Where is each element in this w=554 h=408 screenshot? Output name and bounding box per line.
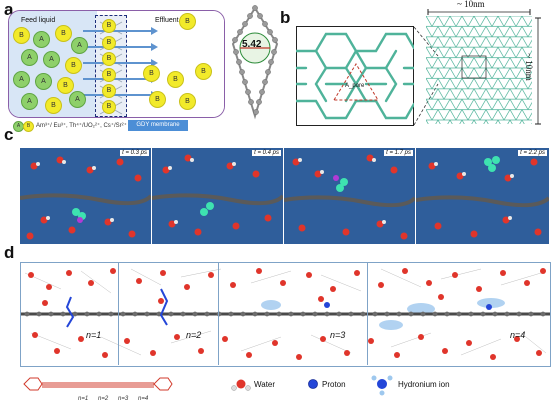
md-snapshot-4: t = 2.2 ps [416,148,549,244]
feed-liquid-label: Feed liquid [21,17,56,24]
membrane-legend-label: GDY membrane [136,122,180,128]
flow-arrows [83,27,158,99]
ion-a: A [35,73,52,90]
md-time-label-4: t = 2.2 ps [518,150,547,156]
md-snapshot-3: t = 1.7 ps [284,148,415,244]
panel-d-divider [118,262,119,365]
md-snapshot-1: t = 0.3 ps [20,148,151,244]
height-scale-label: ~ 10nm [523,53,534,81]
ion-b: B [102,36,116,50]
ion-a: A [33,31,50,48]
md-snapshot-2: t = 0.4 ps [152,148,283,244]
ion-b: B [102,84,116,98]
ion-b: B [65,57,82,74]
segment-label-n1: n=1 [86,330,102,340]
ion-a: A [21,49,38,66]
ion-b: B [13,27,30,44]
ion-b: B [55,25,72,42]
ion-b: B [167,71,184,88]
ion-b: B [57,77,74,94]
ion-b: B [179,13,196,30]
md-time-label-2: t = 0.4 ps [252,150,281,156]
ion-a: A [71,37,88,54]
md-scene [152,154,283,236]
legend-proton-label: Proton [322,380,346,389]
ion-a: A [13,71,30,88]
md-time-label-3: t = 1.7 ps [384,150,413,156]
md-scene [284,154,415,240]
ion-b: B [102,19,116,33]
gdy-lattice-zoom [296,26,414,126]
ion-b: B [179,93,196,110]
md-time-label-1: t = 0.3 ps [120,150,149,156]
ion-a: A [21,93,38,110]
ion-b: B [45,97,62,114]
separation-schematic: Feed liquid Effluent B A B A A A B A A B… [8,10,225,118]
panel-label-a: a [4,0,14,19]
panel-d-divider [367,262,368,365]
ion-b: B [195,63,212,80]
legend-hydronium-label: Hydronium ion [398,380,450,389]
panel-label-b: b [280,8,291,27]
ion-b: B [102,68,116,82]
pore-size-value: 5.42 [242,39,262,50]
segment-label-n4: n=4 [510,330,526,340]
ion-a: A [43,51,60,68]
gdy-lattice-overview [426,16,532,124]
md-scene [416,156,549,238]
gdy-pore-structure [231,5,279,120]
ion-b: B [102,100,116,114]
ion-b: B [102,52,116,66]
legend-ion-b: B [23,121,34,132]
membrane-legend-swatch: GDY membrane [128,120,188,131]
proton-icon [308,379,318,389]
ion-b: B [149,91,166,108]
scale-markers [427,9,541,125]
effluent-label: Effluent [155,17,179,24]
panel-label-d: d [4,243,15,262]
panel-d-divider [218,262,219,365]
md-scene [20,156,151,240]
water-molecule-icon [231,379,251,391]
water-box-scene [21,268,550,360]
chain-label-n4: n=4 [138,396,149,402]
ion-b: B [143,65,160,82]
width-scale-label: ~ 10nm [457,0,485,9]
panel-label-c: c [4,125,14,144]
chain-label-n2: n=2 [98,396,109,402]
chain-label-n3: n=3 [118,396,129,402]
ion-species-legend: Am³⁺/ Eu³⁺, Th⁴⁺/UO₂²⁺, Cs⁺/Sr²⁺ [36,123,127,129]
segment-label-n3: n=3 [330,330,346,340]
legend-water-label: Water [254,380,276,389]
proton-transport-panel [20,262,551,367]
pore-area-label: A_pore [345,83,365,89]
hydronium-ion-icon [371,375,393,396]
chain-label-n1: n=1 [78,396,89,402]
alkyne-chain-structure [23,377,173,391]
ion-a: A [69,91,86,108]
segment-label-n2: n=2 [186,330,202,340]
